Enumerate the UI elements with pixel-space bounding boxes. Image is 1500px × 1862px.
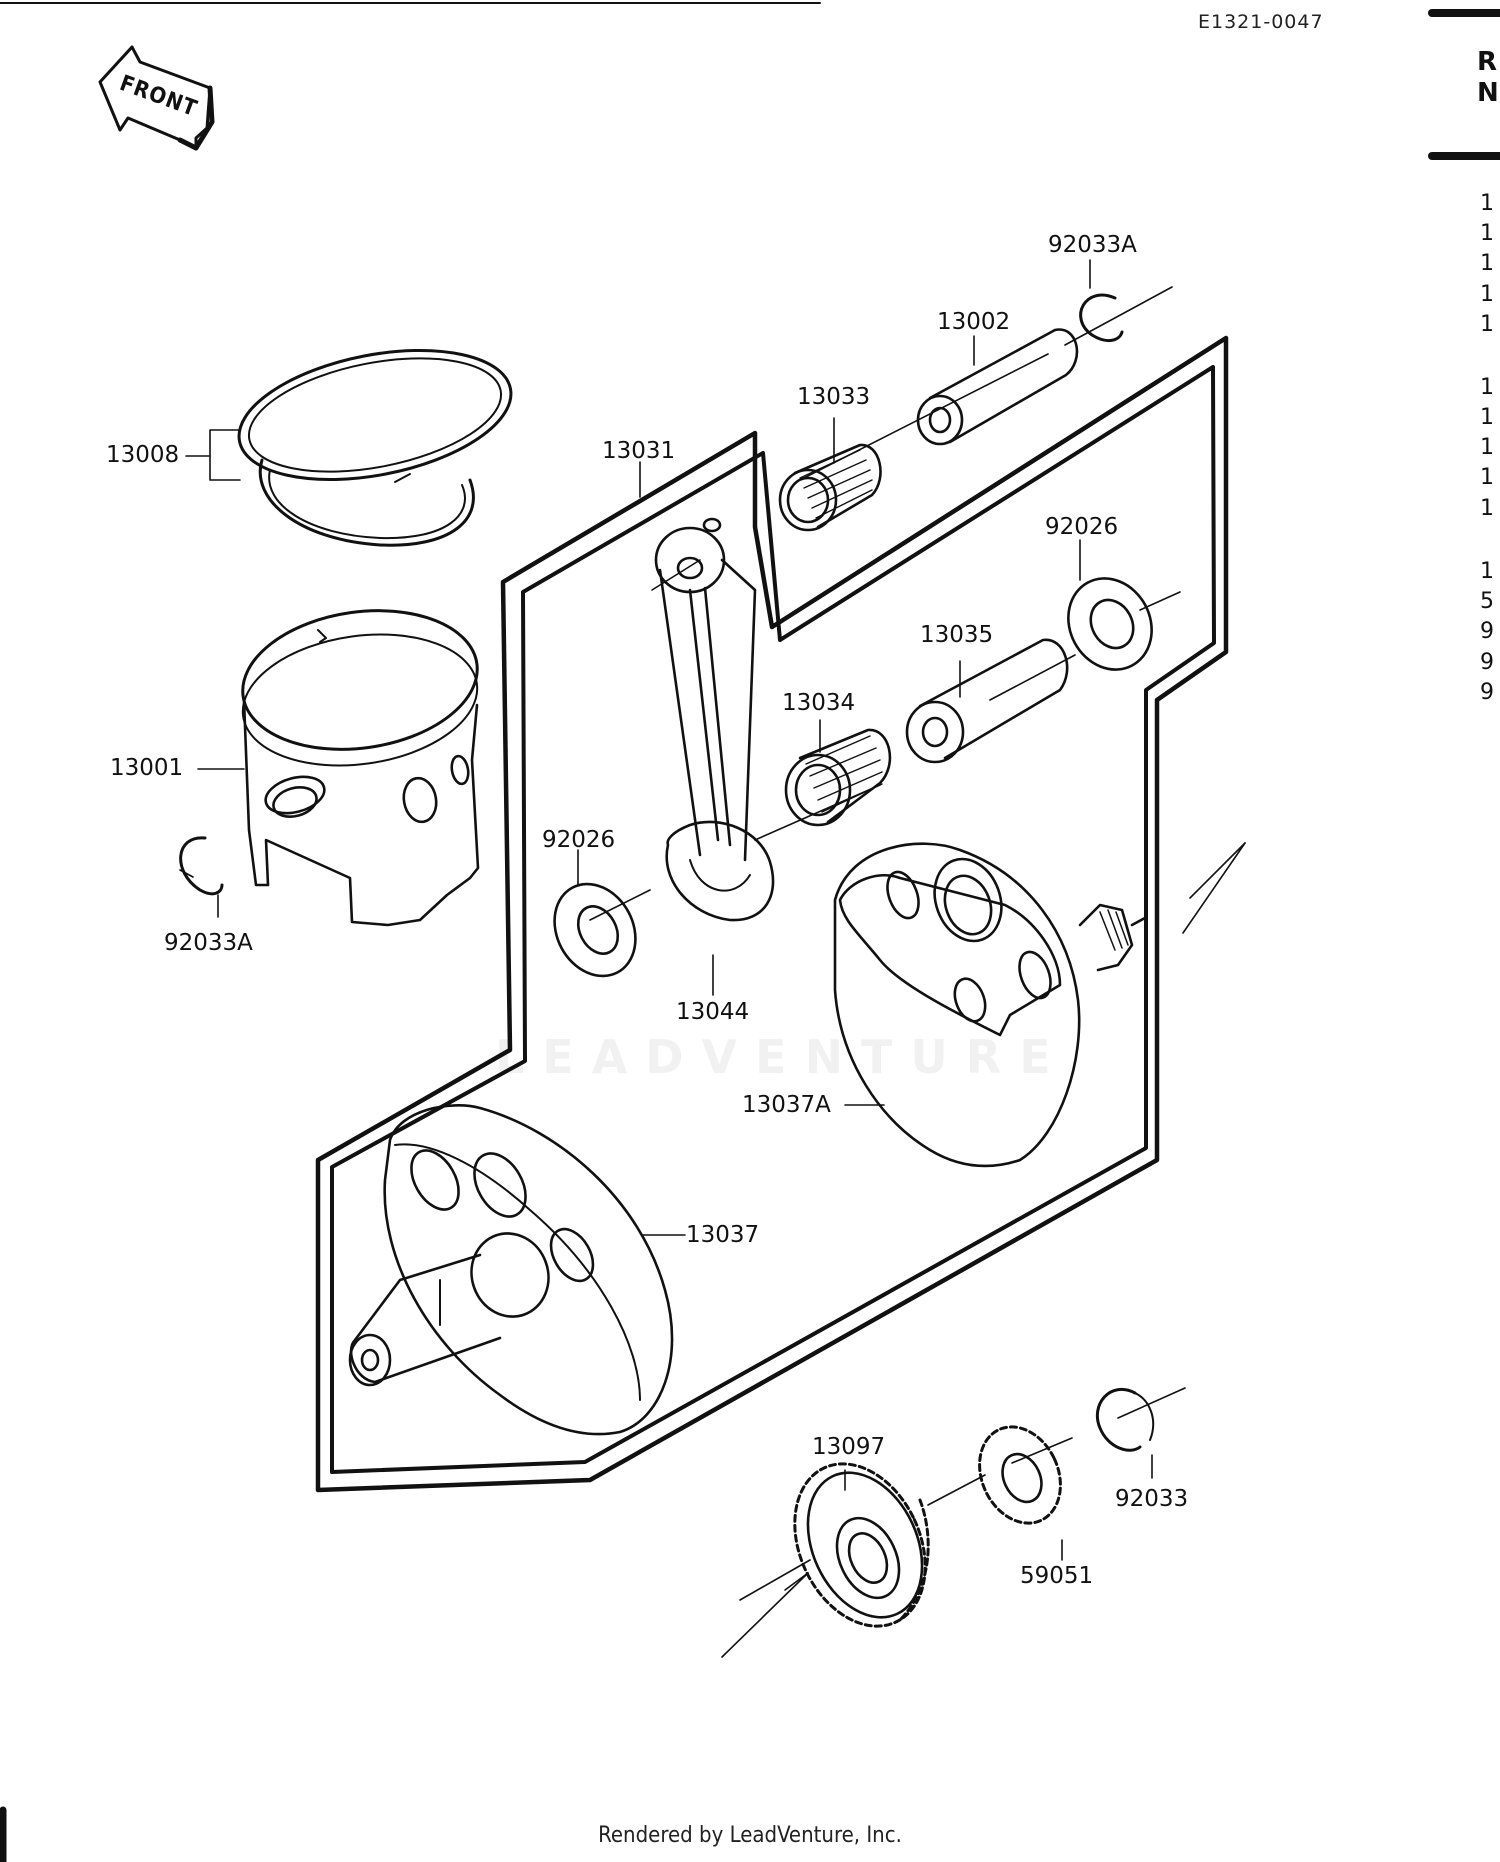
sprocket-drawing (978, 1425, 1062, 1525)
ref-row: 1 (1480, 251, 1494, 276)
part-label-crank-half-right[interactable]: 13037A (742, 1092, 831, 1118)
ref-row: 9 (1480, 650, 1494, 675)
ref-row: 1 (1480, 435, 1494, 460)
part-label-conrod-assy[interactable]: 13031 (602, 438, 676, 464)
ref-row: 1 (1480, 191, 1494, 216)
washer-left-drawing (553, 882, 637, 978)
part-label-piston-pin[interactable]: 13002 (937, 309, 1011, 335)
part-label-piston[interactable]: 13001 (110, 755, 184, 781)
axis-lines (589, 286, 1246, 1658)
big-end-bearing-drawing (784, 728, 892, 827)
part-label-sprocket[interactable]: 59051 (1020, 1563, 1094, 1589)
ref-row: 9 (1480, 619, 1494, 644)
ref-row: 9 (1480, 680, 1494, 705)
leader-lines (185, 259, 1153, 1561)
piston-drawing (241, 609, 480, 927)
crank-half-right-drawing (833, 842, 1147, 1168)
part-label-crank-pin[interactable]: 13035 (920, 622, 994, 648)
ref-row: 1 (1480, 559, 1494, 584)
part-label-ring-set[interactable]: 13008 (106, 442, 180, 468)
part-label-snap-ring[interactable]: 92033 (1115, 1486, 1189, 1512)
footer-credit: Rendered by LeadVenture, Inc. (598, 1823, 902, 1848)
part-label-washer-right[interactable]: 92026 (1045, 514, 1119, 540)
small-end-bearing-drawing (778, 443, 882, 532)
ref-column-header: R N (1477, 47, 1499, 108)
ref-row: 1 (1480, 375, 1494, 400)
washer-right-drawing (1067, 577, 1153, 671)
piston-pin-drawing (916, 328, 1079, 446)
circlip-top-drawing (1079, 293, 1124, 343)
piston-rings-drawing (237, 348, 513, 547)
snap-ring-drawing (1095, 1387, 1155, 1452)
crank-assembly-outline (315, 335, 1229, 1493)
crank-half-left-drawing (348, 1104, 674, 1436)
crank-pin-drawing (905, 638, 1069, 764)
ref-row: 1 (1480, 312, 1494, 337)
front-arrow-icon (98, 45, 215, 151)
ref-row: 1 (1480, 496, 1494, 521)
part-label-crank-half-left[interactable]: 13037 (686, 1222, 760, 1248)
ref-row: 1 (1480, 282, 1494, 307)
ref-row: 5 (1480, 589, 1494, 614)
part-label-circlip-left[interactable]: 92033A (164, 930, 253, 956)
ref-row: 1 (1480, 405, 1494, 430)
ref-row: 1 (1480, 221, 1494, 246)
part-label-washer-left[interactable]: 92026 (542, 827, 616, 853)
part-label-circlip-top[interactable]: 92033A (1048, 232, 1137, 258)
circlip-left-drawing (179, 836, 224, 896)
part-label-gear[interactable]: 13097 (812, 1434, 886, 1460)
diagram-code: E1321-0047 (1198, 11, 1324, 33)
part-label-big-end-bearing[interactable]: 13034 (782, 690, 856, 716)
gear-drawing (793, 1462, 930, 1628)
part-label-small-end-bearing[interactable]: 13033 (797, 384, 871, 410)
connecting-rod-drawing (654, 517, 775, 922)
watermark: LEADVENTURE (495, 1030, 1069, 1084)
part-label-crank-assy[interactable]: 13044 (676, 999, 750, 1025)
ref-row: 1 (1480, 465, 1494, 490)
